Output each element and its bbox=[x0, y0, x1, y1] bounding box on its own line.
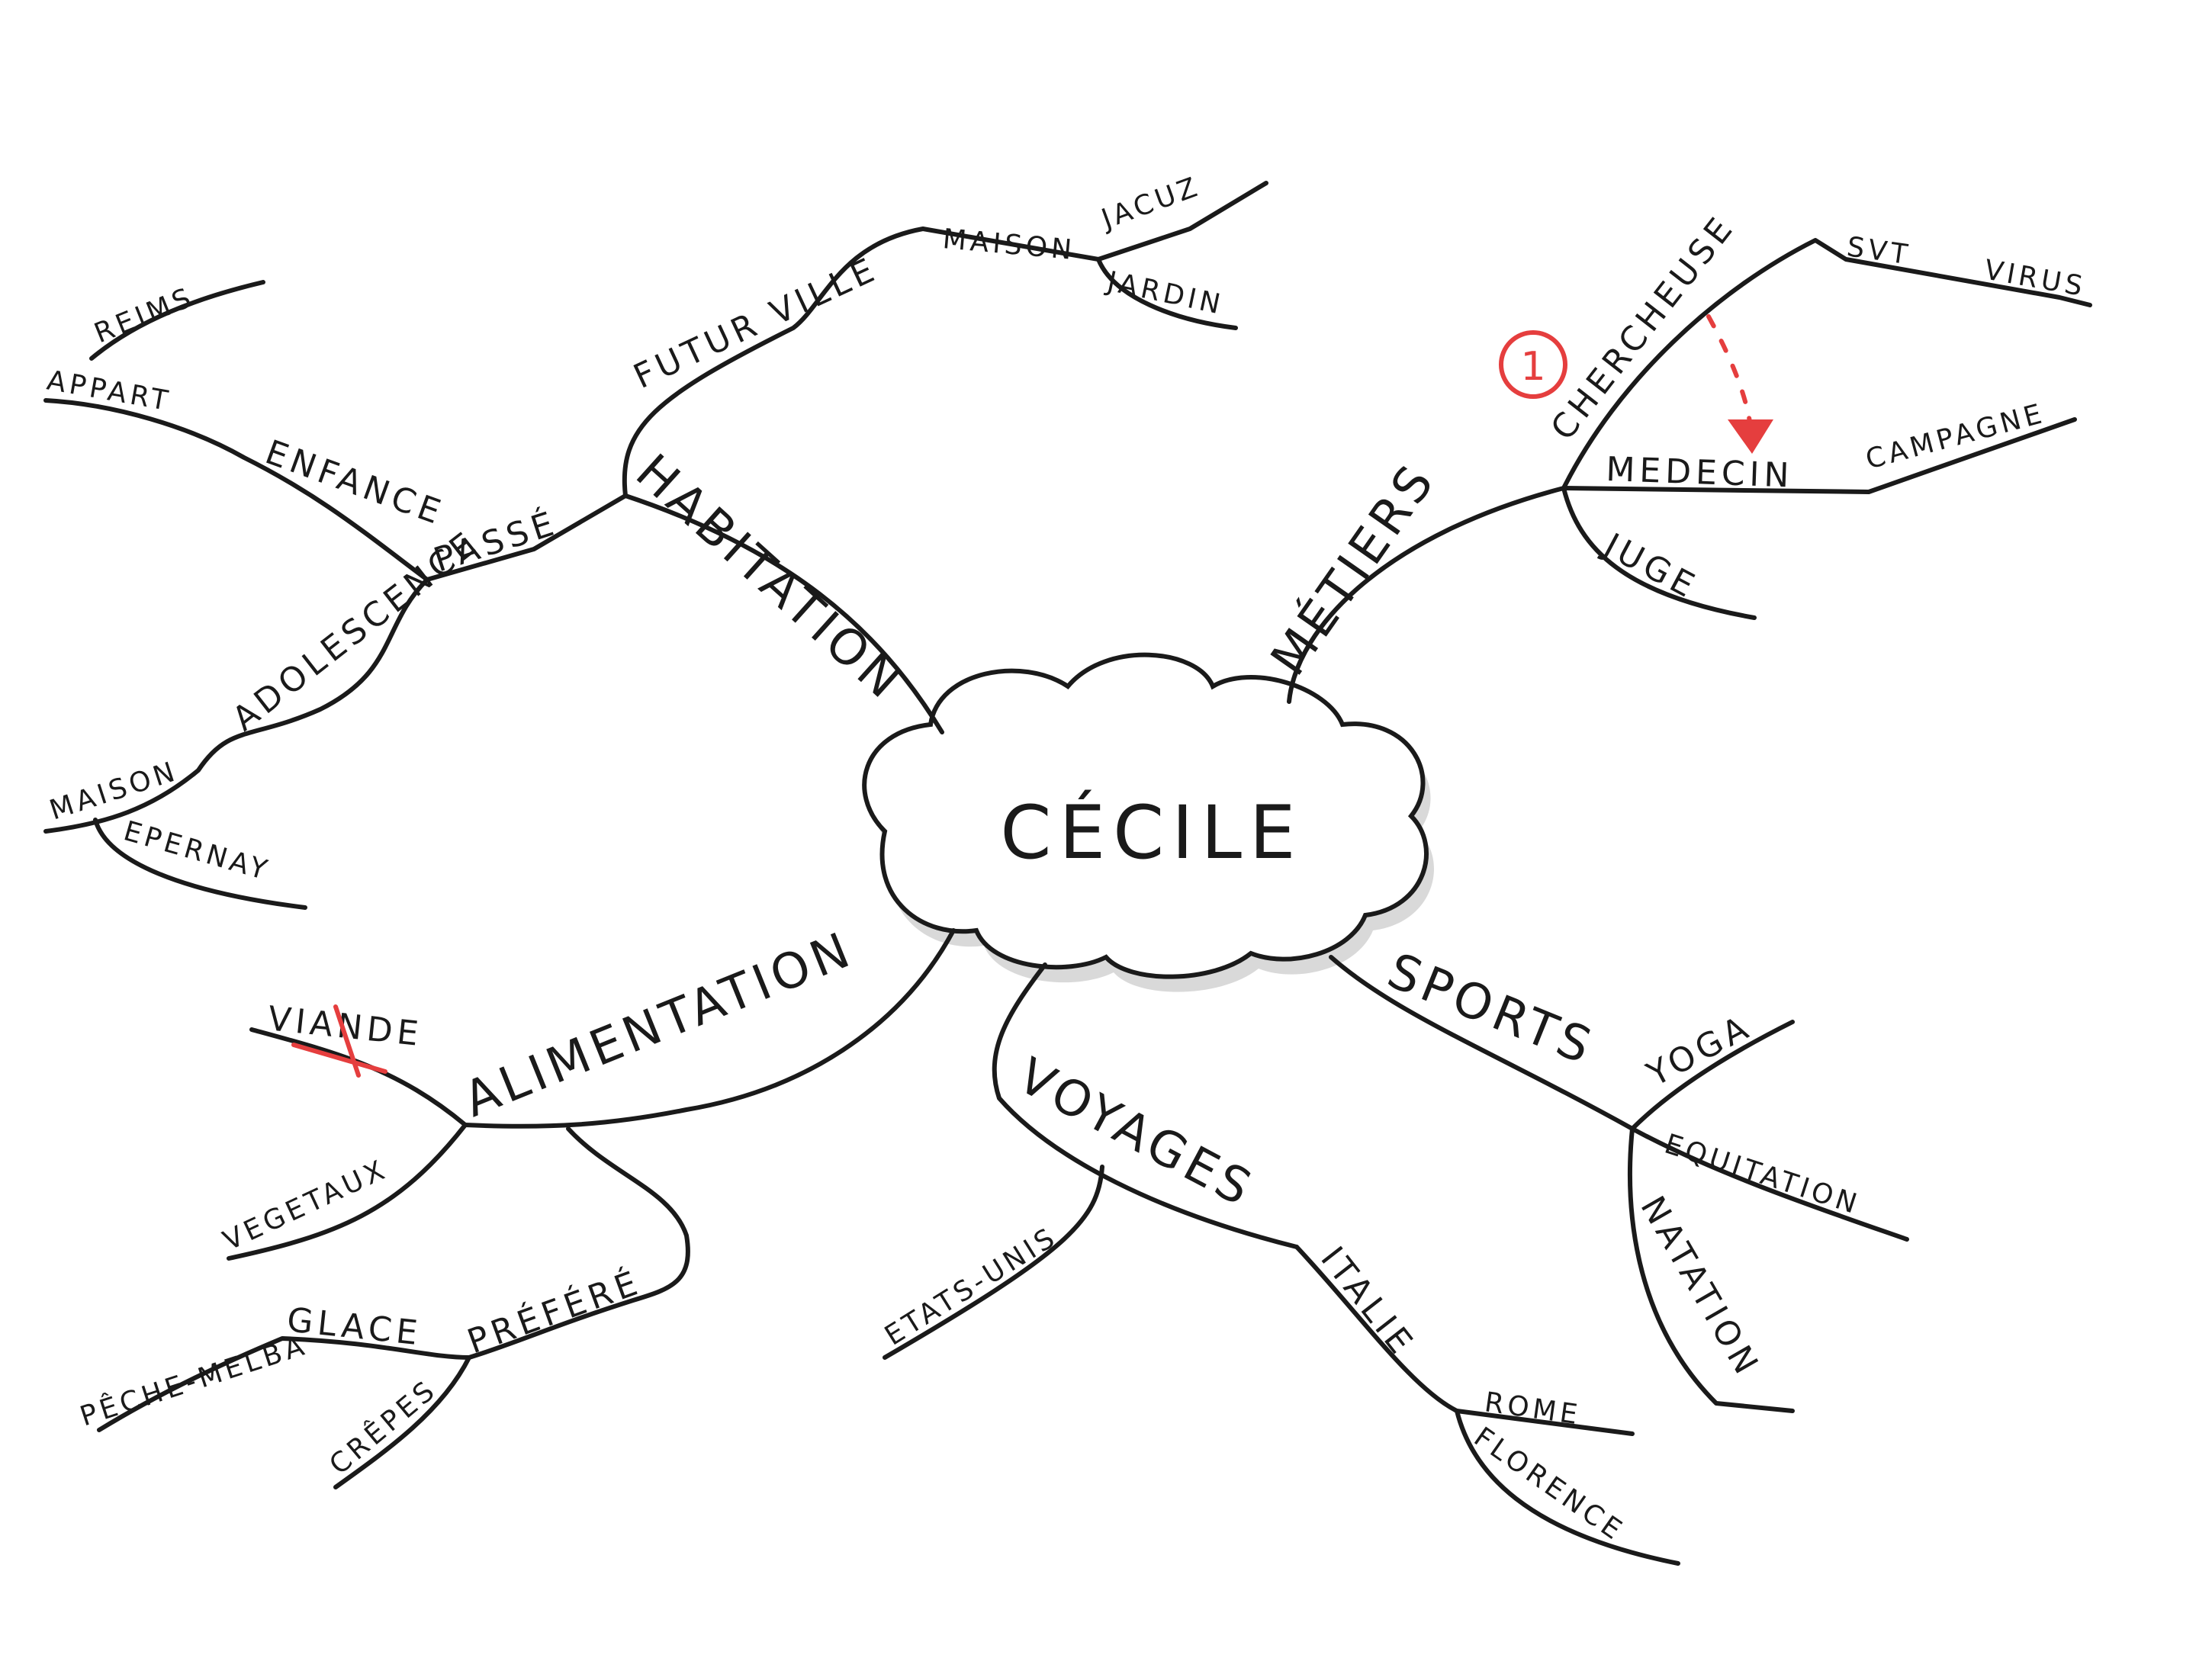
natation-label[interactable]: NATATION bbox=[1632, 1190, 1767, 1384]
juge-label[interactable]: JUGE bbox=[1596, 525, 1704, 607]
branch-metiers: MÉTIERS CHERCHEUSE SVT VIRUS MEDECIN CAM… bbox=[1259, 207, 2092, 704]
priority-circle-icon bbox=[1499, 330, 1567, 399]
crepes-label[interactable]: CRÊPES bbox=[323, 1373, 443, 1481]
etats-unis-label[interactable]: ETATS-UNIS bbox=[879, 1221, 1063, 1352]
rome-label[interactable]: ROME bbox=[1483, 1386, 1583, 1431]
yoga-label[interactable]: YOGA bbox=[1640, 1007, 1758, 1095]
jacuz-label[interactable]: JACUZ bbox=[1096, 171, 1204, 236]
virus-label[interactable]: VIRUS bbox=[1982, 254, 2088, 303]
medecin-label[interactable]: MEDECIN bbox=[1606, 450, 1795, 496]
maison-label[interactable]: MAISON bbox=[941, 223, 1076, 266]
peche-melba-label[interactable]: PÊCHE-MELBA bbox=[76, 1329, 311, 1433]
priority-annotation: 1 bbox=[1499, 314, 1773, 454]
dotted-arrow-icon bbox=[1706, 314, 1753, 429]
strikethrough-icon bbox=[291, 1004, 387, 1078]
arrow-head-icon bbox=[1728, 419, 1773, 454]
priority-number: 1 bbox=[1520, 344, 1545, 390]
vegetaux-label[interactable]: VEGETAUX bbox=[218, 1154, 392, 1258]
prefere-label[interactable]: PRÉFÉRÉ bbox=[462, 1261, 647, 1361]
alimentation-label[interactable]: ALIMENTATION bbox=[456, 921, 861, 1129]
metiers-label[interactable]: MÉTIERS bbox=[1259, 452, 1447, 686]
habitation-label[interactable]: HABITATION bbox=[625, 444, 914, 712]
center-cloud bbox=[862, 652, 1429, 979]
epernay-label[interactable]: EPERNAY bbox=[121, 815, 275, 887]
svt-label[interactable]: SVT bbox=[1845, 231, 1913, 271]
center-label: CÉCILE bbox=[1000, 789, 1303, 876]
futur-ville-label[interactable]: FUTUR VILLE bbox=[628, 249, 884, 397]
equitation-label[interactable]: EQUITATION bbox=[1661, 1129, 1864, 1221]
italie-label[interactable]: ITALIE bbox=[1313, 1239, 1423, 1364]
center-node[interactable]: CÉCILE bbox=[862, 652, 1434, 992]
branch-alimentation: ALIMENTATION VIANDE VEGETAUX PRÉFÉRÉ GLA… bbox=[76, 921, 956, 1489]
reims-label[interactable]: REIMS bbox=[90, 281, 199, 349]
adolescence-label[interactable]: ADOLESCENCE bbox=[225, 522, 487, 738]
florence-label[interactable]: FLORENCE bbox=[1468, 1422, 1630, 1548]
viande-label[interactable]: VIANDE bbox=[266, 999, 425, 1054]
